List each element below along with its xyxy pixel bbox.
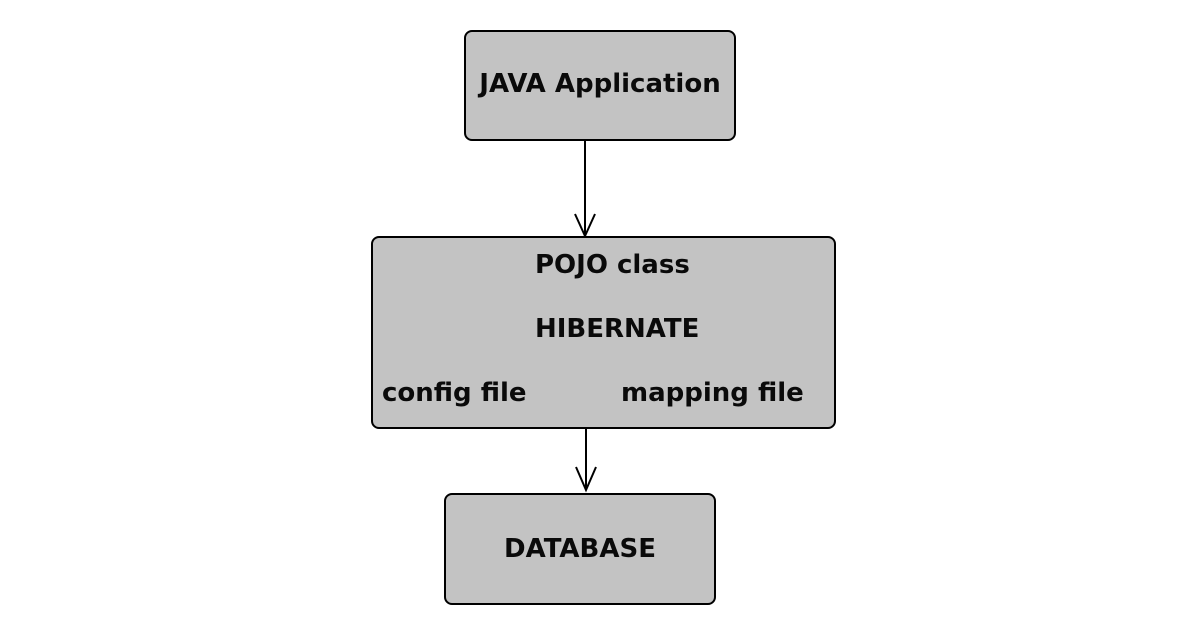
database-label: DATABASE bbox=[504, 534, 656, 564]
config-file-label: config file bbox=[382, 378, 527, 408]
arrow-hibernate-to-database bbox=[575, 429, 597, 493]
hibernate-box: POJO class HIBERNATE config file mapping… bbox=[371, 236, 836, 429]
database-box: DATABASE bbox=[444, 493, 716, 605]
pojo-class-label: POJO class bbox=[535, 250, 690, 280]
java-application-label: JAVA Application bbox=[479, 69, 721, 99]
hibernate-title: HIBERNATE bbox=[535, 314, 700, 344]
mapping-file-label: mapping file bbox=[621, 378, 804, 408]
arrowhead-icon bbox=[575, 466, 597, 493]
java-application-box: JAVA Application bbox=[464, 30, 736, 141]
arrow-java-to-hibernate bbox=[574, 141, 596, 239]
